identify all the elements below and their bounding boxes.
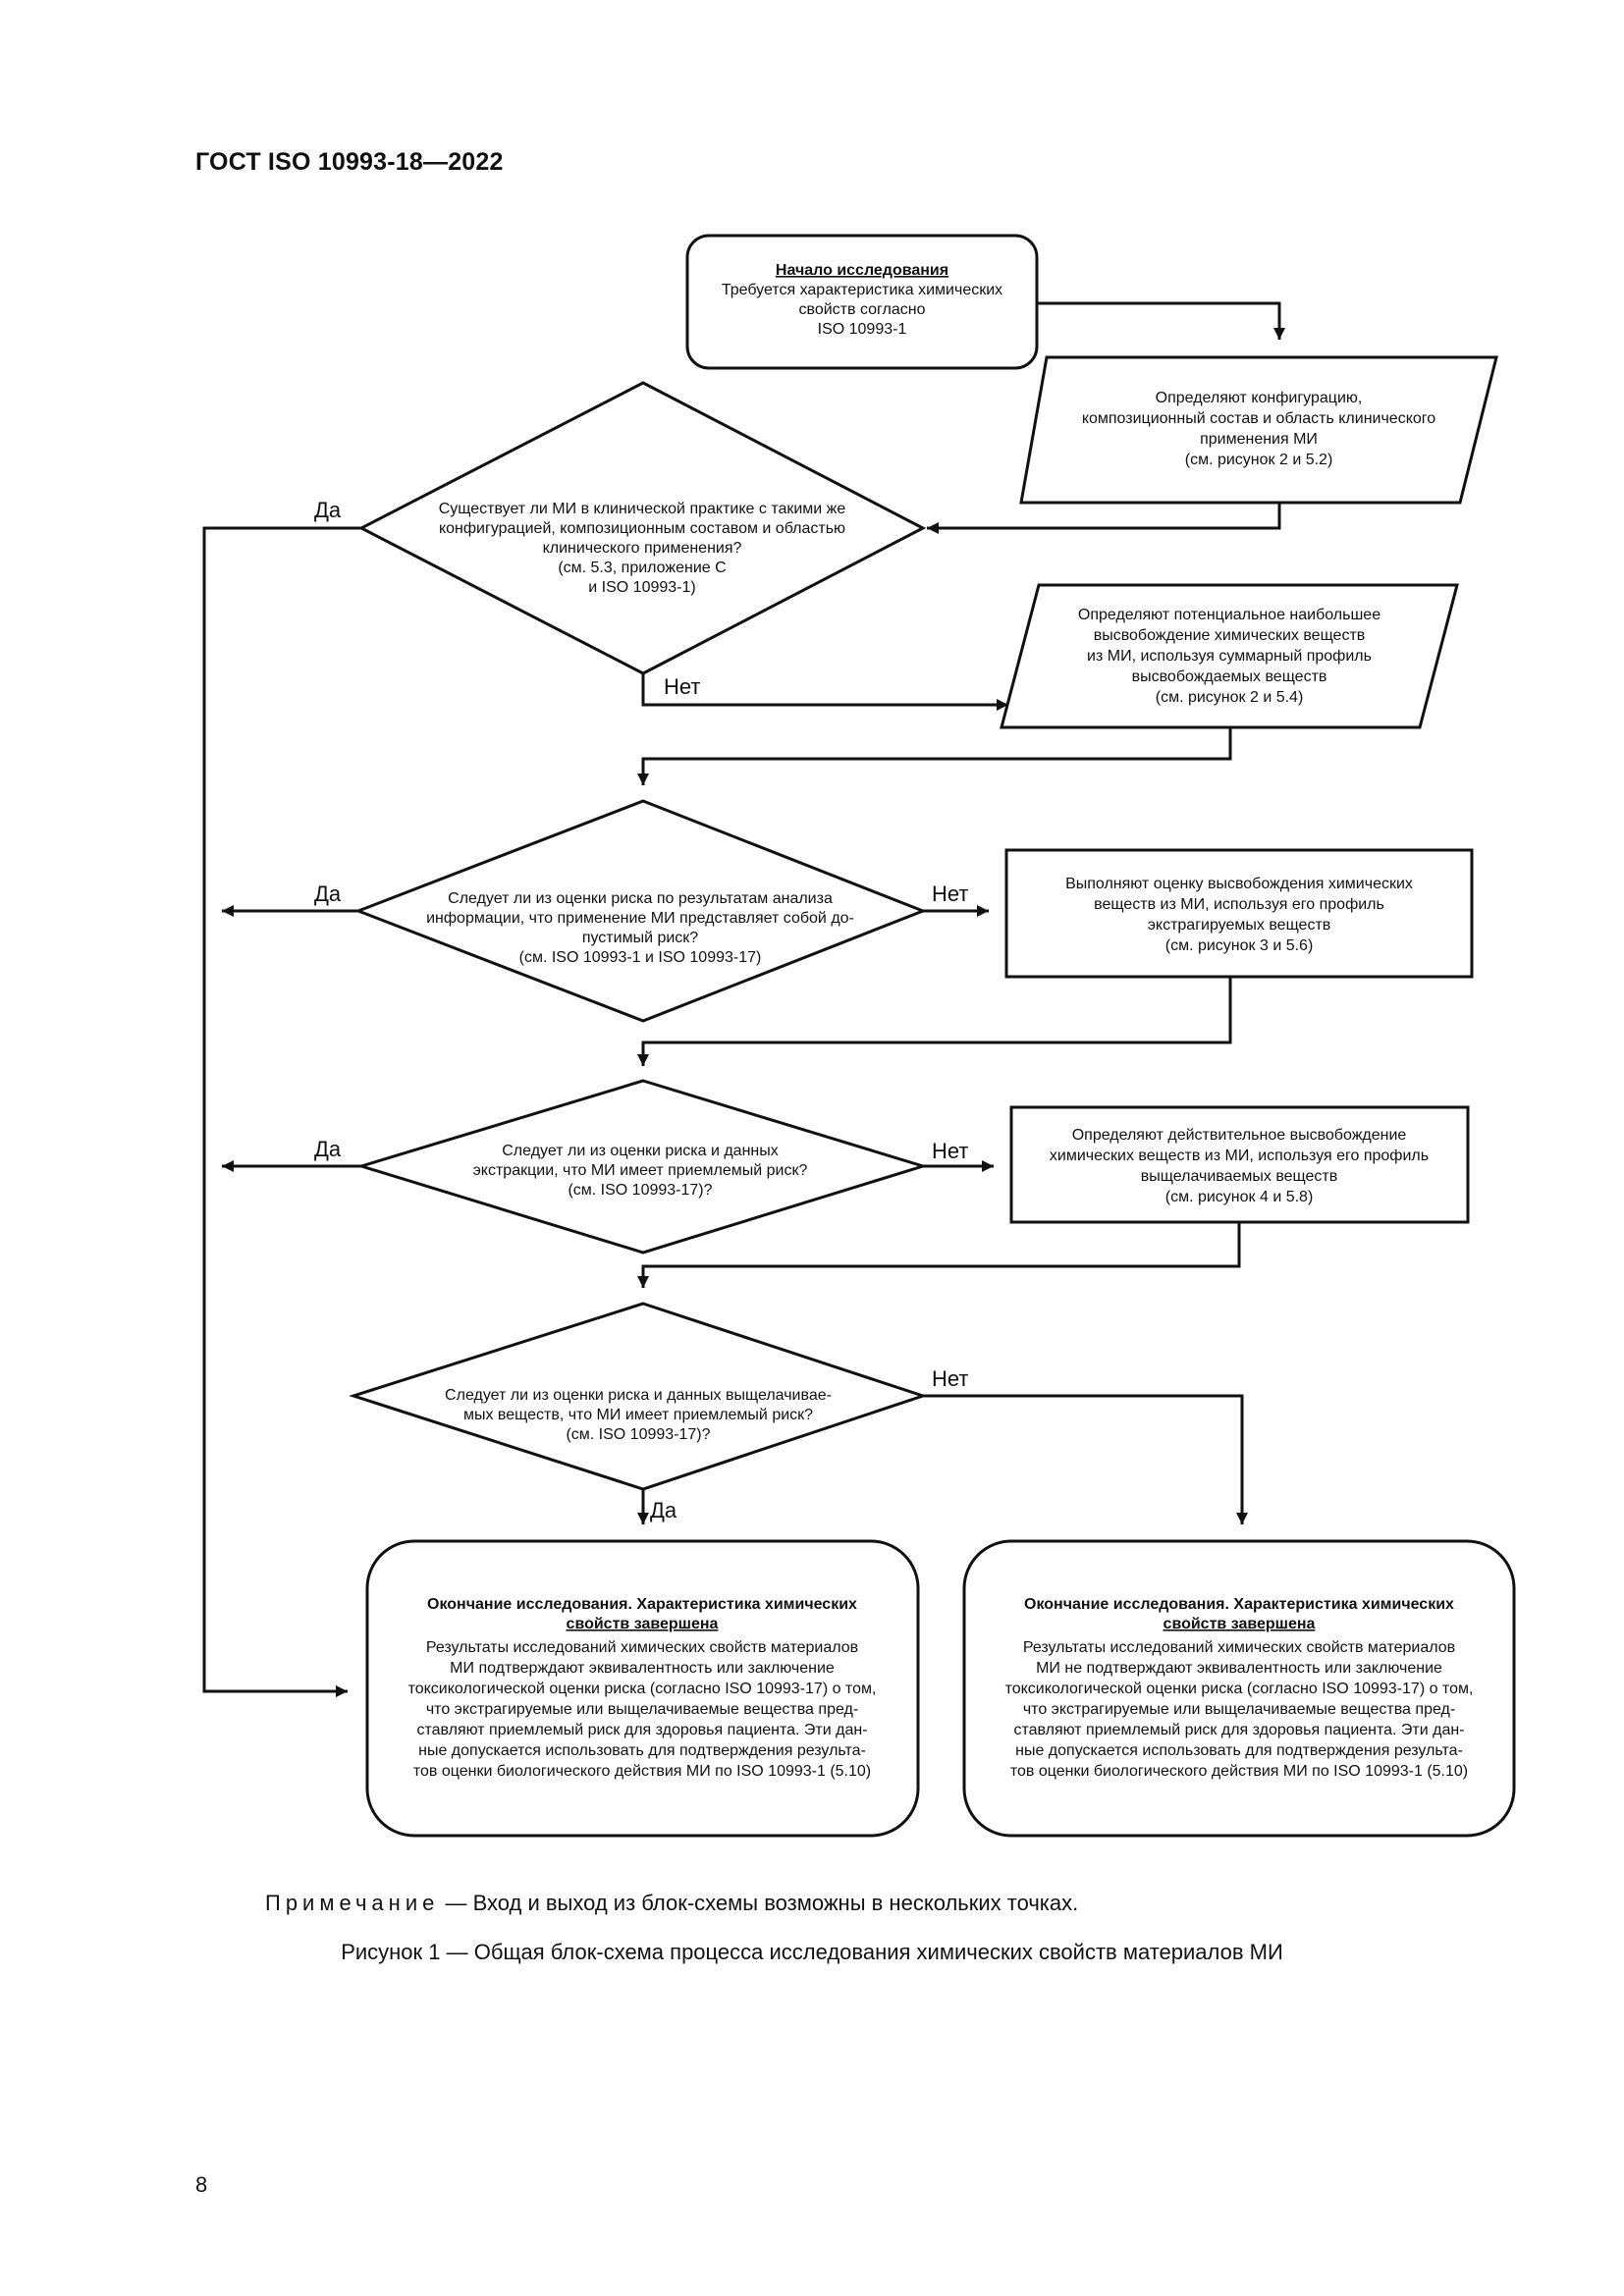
io2-line: высвобождаемых веществ xyxy=(1132,668,1327,685)
p1-line: экстрагируемых веществ xyxy=(1148,917,1331,934)
io1-line: (см. рисунок 2 и 5.2) xyxy=(1185,452,1333,468)
end-right-line: что экстрагируемые или выщелачиваемые ве… xyxy=(1023,1701,1455,1718)
decision-risk-information xyxy=(353,799,928,1023)
connector-d1-no xyxy=(641,673,1008,711)
end-right-line: токсикологической оценки риска (согласно… xyxy=(1005,1681,1474,1697)
p1-line: веществ из МИ, используя его профиль xyxy=(1094,896,1384,913)
label-no-d1: Нет xyxy=(664,674,700,699)
d1-line: конфигурацией, композиционным составом и… xyxy=(439,520,845,537)
note-text: — Вход и выход из блок-схемы возможны в … xyxy=(439,1891,1079,1915)
end-right-line: ставляют приемлемый риск для здоровья па… xyxy=(1013,1722,1464,1738)
connector-io2-to-d2 xyxy=(637,727,1232,785)
figure-note: Примечание — Вход и выход из блок-схемы … xyxy=(265,1891,1078,1916)
d3-line: экстракции, что МИ имеет приемлемый риск… xyxy=(473,1162,808,1179)
io1-line: применения МИ xyxy=(1200,431,1318,448)
d1-line: (см. 5.3, приложение C xyxy=(558,560,726,576)
end-right-line: Результаты исследований химических свойс… xyxy=(1023,1639,1455,1656)
io2-line: Определяют потенциальное наибольшее xyxy=(1078,607,1380,623)
end-left-line: Результаты исследований химических свойс… xyxy=(426,1639,858,1656)
d3-line: (см. ISO 10993-17)? xyxy=(568,1182,712,1199)
end-left-title: свойств завершена xyxy=(567,1616,719,1632)
p1-line: Выполняют оценку высвобождения химически… xyxy=(1065,876,1413,892)
decision-extraction-risk xyxy=(355,1079,929,1255)
start-line: Требуется характеристика химических xyxy=(722,282,1002,298)
process-leachables xyxy=(1009,1105,1470,1224)
end-left-title: Окончание исследования. Характеристика х… xyxy=(427,1596,857,1613)
label-yes-d2: Да xyxy=(314,881,342,906)
label-yes-d1: Да xyxy=(314,498,342,522)
page-number: 8 xyxy=(195,2172,208,2197)
end-left-line: что экстрагируемые или выщелачиваемые ве… xyxy=(426,1701,858,1718)
io2-line: высвобождение химических веществ xyxy=(1094,627,1366,644)
end-left-line: ставляют приемлемый риск для здоровья па… xyxy=(416,1722,867,1738)
connector-start-to-config xyxy=(1037,301,1285,340)
d2-line: пустимый риск? xyxy=(582,930,698,946)
figure-caption: Рисунок 1 — Общая блок-схема процесса ис… xyxy=(341,1940,1283,1964)
d1-line: Существует ли МИ в клинической практике … xyxy=(439,501,846,517)
end-terminal-left xyxy=(365,1539,920,1838)
start-line: ISO 10993-1 xyxy=(818,321,907,338)
p2-line: химических веществ из МИ, используя его … xyxy=(1050,1148,1429,1164)
d1-line: клинического применения? xyxy=(543,540,742,557)
label-yes-d4: Да xyxy=(650,1498,677,1522)
d4-line: Следует ли из оценки риска и данных выще… xyxy=(445,1387,832,1404)
d2-line: информации, что применение МИ представля… xyxy=(426,910,854,927)
io-max-release xyxy=(1000,583,1459,729)
p1-line: (см. рисунок 3 и 5.6) xyxy=(1165,937,1314,954)
d4-line: мых веществ, что МИ имеет приемлемый рис… xyxy=(463,1407,813,1423)
io1-line: композиционный состав и область клиничес… xyxy=(1082,410,1435,427)
d2-line: Следует ли из оценки риска по результата… xyxy=(448,890,833,907)
process-extractables xyxy=(1004,848,1474,979)
label-yes-d3: Да xyxy=(314,1137,342,1161)
end-right-line: тов оценки биологического действия МИ по… xyxy=(1010,1763,1468,1780)
d3-line: Следует ли из оценки риска и данных xyxy=(502,1143,779,1159)
label-no-d4: Нет xyxy=(932,1366,968,1391)
p2-line: Определяют действительное высвобождение xyxy=(1072,1127,1407,1144)
label-no-d3: Нет xyxy=(932,1139,968,1163)
start-line: свойств согласно xyxy=(799,301,926,318)
end-right-line: ные допускается использовать для подтвер… xyxy=(1015,1742,1463,1759)
note-prefix: Примечание xyxy=(265,1891,440,1915)
d4-line: (см. ISO 10993-17)? xyxy=(566,1426,710,1443)
connector-config-to-d1 xyxy=(927,503,1281,534)
end-left-line: ные допускается использовать для подтвер… xyxy=(418,1742,866,1759)
end-left-line: МИ подтверждают эквивалентность или закл… xyxy=(450,1660,835,1677)
end-terminal-right xyxy=(962,1539,1516,1838)
io2-line: из МИ, используя суммарный профиль xyxy=(1087,648,1372,665)
end-left-line: токсикологической оценки риска (согласно… xyxy=(408,1681,877,1697)
connector-d1-yes xyxy=(202,526,361,1697)
io1-line: Определяют конфигурацию, xyxy=(1156,390,1363,406)
p2-line: выщелачиваемых веществ xyxy=(1141,1168,1338,1185)
p2-line: (см. рисунок 4 и 5.8) xyxy=(1165,1189,1314,1205)
io-configuration xyxy=(1019,355,1498,505)
d2-line: (см. ISO 10993-1 и ISO 10993-17) xyxy=(519,949,762,966)
connector-p1-to-d3 xyxy=(637,977,1232,1066)
page-header: ГОСТ ISO 10993-18—2022 xyxy=(195,148,504,176)
start-title: Начало исследования xyxy=(776,262,948,279)
d1-line: и ISO 10993-1) xyxy=(588,579,695,596)
connector-d4-no xyxy=(923,1394,1248,1524)
end-right-title: Окончание исследования. Характеристика х… xyxy=(1024,1596,1454,1613)
connector-p2-to-d4 xyxy=(637,1222,1241,1288)
io2-line: (см. рисунок 2 и 5.4) xyxy=(1156,689,1304,706)
end-right-line: МИ не подтверждают эквивалентность или з… xyxy=(1036,1660,1442,1677)
label-no-d2: Нет xyxy=(932,881,968,906)
end-right-title: свойств завершена xyxy=(1164,1616,1316,1632)
end-left-line: тов оценки биологического действия МИ по… xyxy=(413,1763,871,1780)
